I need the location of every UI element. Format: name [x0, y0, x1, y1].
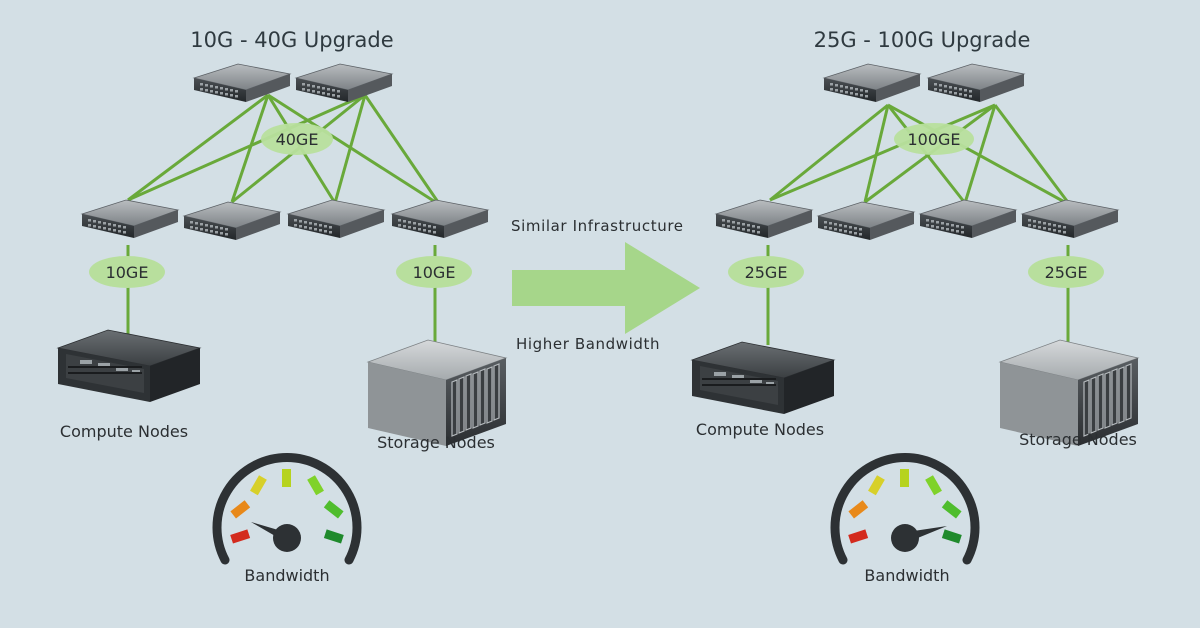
left-access-right-bubble: [396, 256, 472, 288]
right-compute-label: Compute Nodes: [695, 420, 825, 439]
right-uplink-label: 100GE: [907, 130, 960, 149]
left-access-left-label: 10GE: [106, 263, 149, 282]
right-access-right-label: 25GE: [1045, 263, 1088, 282]
left-access-switch-4-icon: [391, 199, 489, 239]
left-compute-label: Compute Nodes: [59, 422, 189, 441]
right-access-switch-3-icon: [919, 199, 1017, 239]
right-uplink-lines: [766, 103, 1072, 345]
right-access-left-label: 25GE: [745, 263, 788, 282]
right-core-switch-1-icon: [823, 63, 921, 103]
right-compute-server-icon: [691, 341, 835, 415]
left-speedometer-icon: [217, 458, 357, 560]
left-uplink-label: 40GE: [276, 130, 319, 149]
right-access-left-bubble: [728, 256, 804, 288]
right-title: 25G - 100G Upgrade: [813, 28, 1031, 52]
left-storage-array-icon: [367, 339, 507, 447]
left-access-switch-3-icon: [287, 199, 385, 239]
right-gauge-label: Bandwidth: [864, 566, 950, 585]
left-core-switch-2-icon: [295, 63, 393, 103]
left-core-switch-1-icon: [193, 63, 291, 103]
middle-bottom-text: Higher Bandwidth: [516, 335, 661, 353]
middle-top-text: Similar Infrastructure: [511, 217, 684, 235]
right-access-switch-1-icon: [715, 199, 813, 239]
left-compute-server-icon: [57, 329, 201, 403]
right-core-switch-2-icon: [927, 63, 1025, 103]
right-uplink-bubble: [894, 123, 974, 155]
left-access-right-label: 10GE: [413, 263, 456, 282]
right-arrow-icon: [512, 242, 700, 334]
left-access-switch-1-icon: [81, 199, 179, 239]
right-access-switch-2-icon: [817, 201, 915, 241]
left-access-switch-2-icon: [183, 201, 281, 241]
right-access-switch-4-icon: [1021, 199, 1119, 239]
left-uplink-bubble: [261, 123, 333, 155]
left-title: 10G - 40G Upgrade: [190, 28, 394, 52]
left-access-left-bubble: [89, 256, 165, 288]
right-speedometer-icon: [835, 458, 975, 560]
left-storage-label: Storage Nodes: [377, 433, 495, 452]
left-gauge-label: Bandwidth: [244, 566, 330, 585]
right-storage-label: Storage Nodes: [1019, 430, 1137, 449]
right-access-right-bubble: [1028, 256, 1104, 288]
